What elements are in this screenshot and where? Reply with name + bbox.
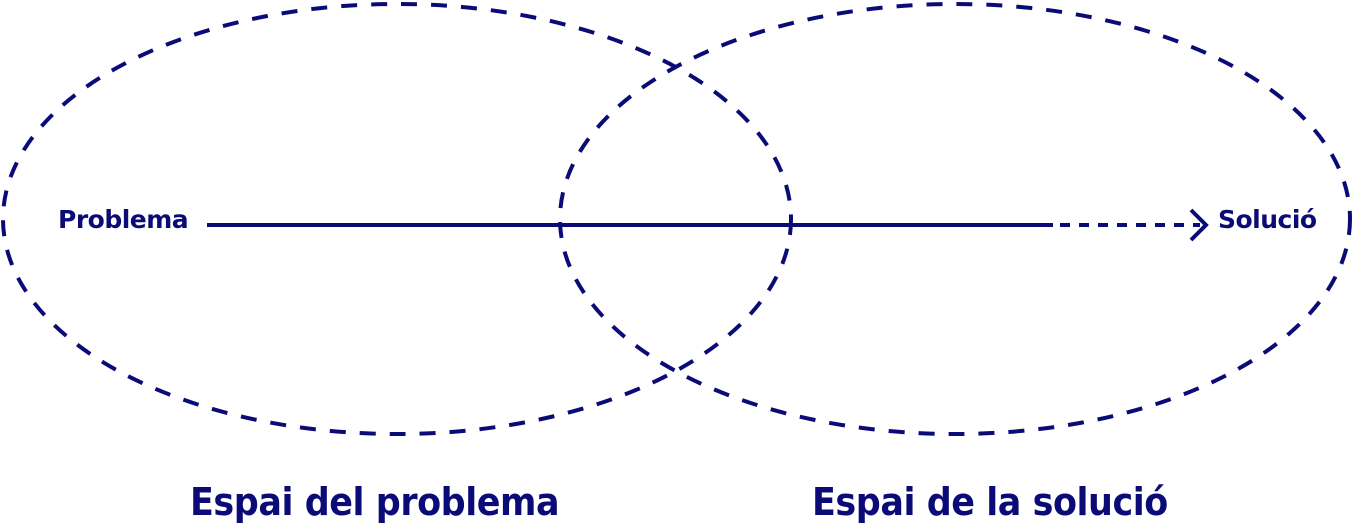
start-label-problema: Problema bbox=[58, 205, 189, 234]
solution-space-ellipse bbox=[558, 2, 1352, 436]
end-label-solucio: Solució bbox=[1218, 205, 1317, 234]
arrowhead-icon bbox=[1189, 208, 1209, 242]
problem-space-label: Espai del problema bbox=[190, 480, 560, 524]
solution-space-label: Espai de la solució bbox=[812, 480, 1168, 524]
problem-space-ellipse bbox=[1, 2, 793, 436]
